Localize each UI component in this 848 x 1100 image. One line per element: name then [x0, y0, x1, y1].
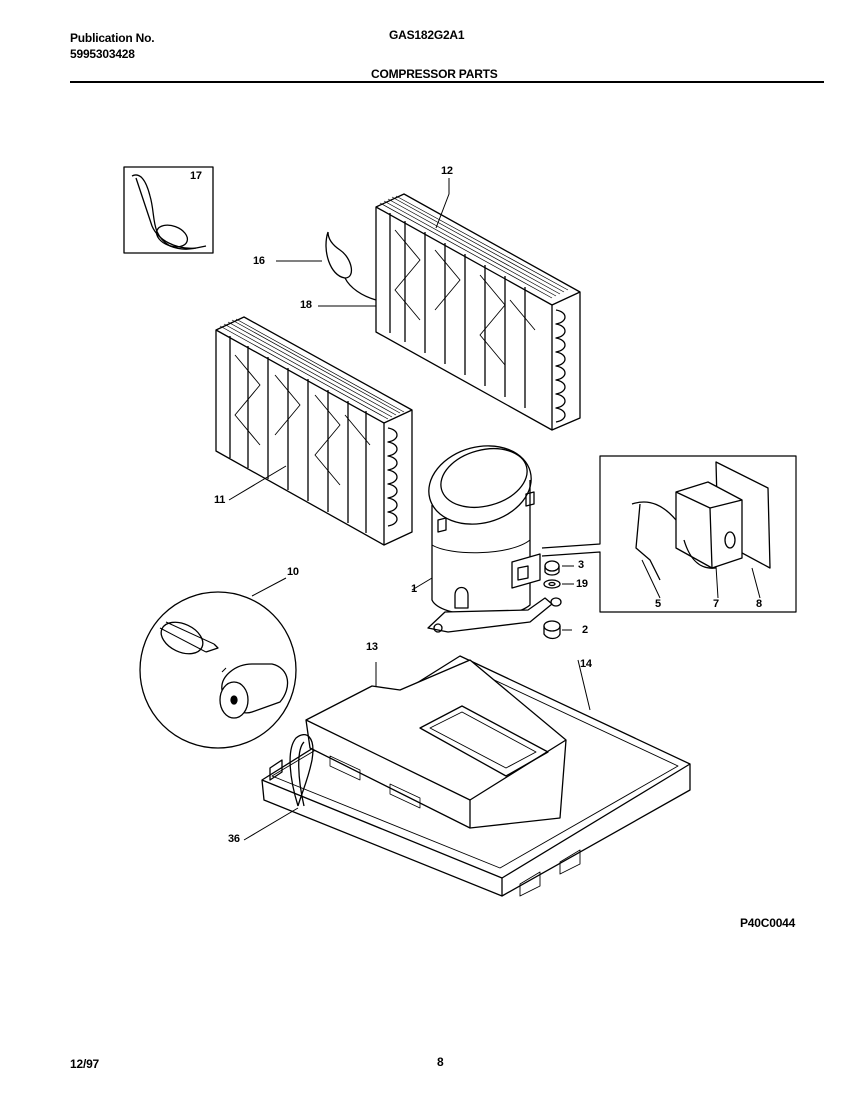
callout-14: 14 — [580, 658, 592, 670]
callout-19: 19 — [576, 578, 588, 590]
publication-label: Publication No. — [70, 31, 155, 45]
callout-8: 8 — [756, 598, 762, 610]
callout-3: 3 — [578, 559, 584, 571]
part-36-wire-harness — [243, 734, 314, 841]
part-11-evaporator-coil — [215, 316, 413, 546]
parts-16-18-tubing — [276, 178, 450, 307]
part-1-compressor — [411, 445, 553, 633]
callout-12: 12 — [441, 165, 453, 177]
callout-7: 7 — [713, 598, 719, 610]
callout-2: 2 — [582, 624, 588, 636]
callout-18: 18 — [300, 299, 312, 311]
callout-1: 1 — [411, 583, 417, 595]
diagram-code: P40C0044 — [740, 916, 796, 930]
callout-13: 13 — [366, 641, 378, 653]
callout-16: 16 — [253, 255, 265, 267]
parts-3-19-2-mounting-hardware — [543, 560, 574, 640]
callout-5: 5 — [655, 598, 661, 610]
part-17-capillary-inset — [123, 166, 214, 254]
part-10-capacitor-detail — [139, 577, 297, 749]
part-12-condenser-coil — [375, 193, 581, 431]
section-title: COMPRESSOR PARTS — [371, 67, 498, 81]
callout-10: 10 — [287, 566, 299, 578]
model-number: GAS182G2A1 — [389, 28, 465, 42]
callout-17: 17 — [190, 170, 202, 182]
page-number: 8 — [437, 1055, 444, 1069]
footer-date: 12/97 — [70, 1057, 100, 1071]
parts-5-7-8-electrical-inset — [541, 455, 797, 613]
publication-number: 5995303428 — [70, 47, 135, 61]
header-rule — [70, 81, 824, 83]
callout-36: 36 — [228, 833, 240, 845]
part-13-shroud — [305, 659, 567, 829]
callout-11: 11 — [214, 494, 226, 506]
